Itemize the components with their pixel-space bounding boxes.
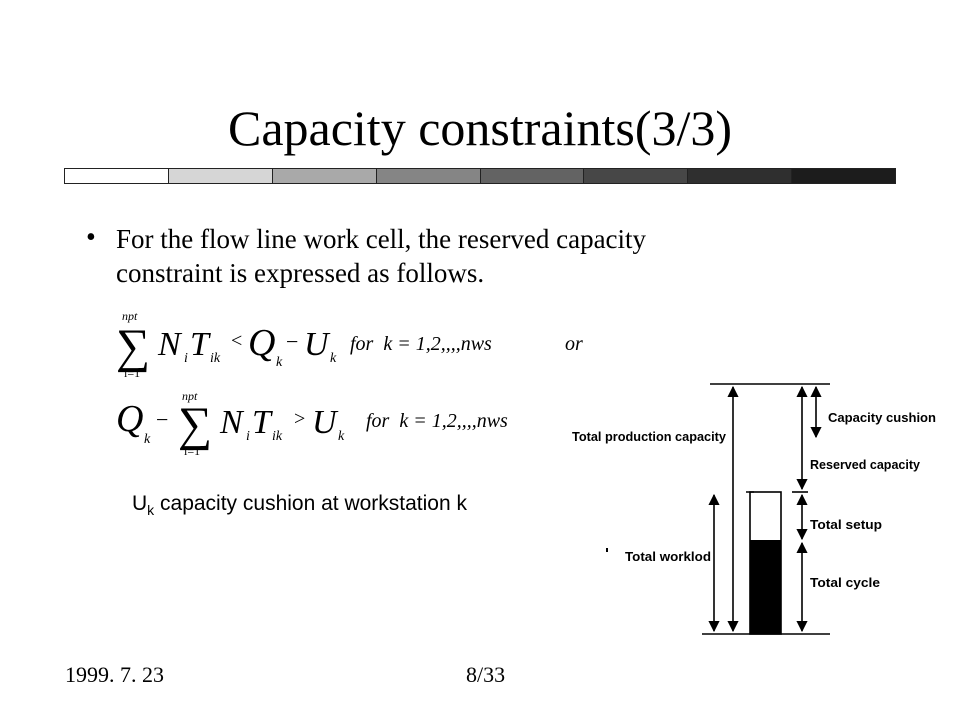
eq2-t: T — [252, 404, 273, 441]
capacity-diagram: Total production capacity Capacity cushi… — [572, 383, 936, 635]
eq2-n: N — [219, 404, 245, 441]
cushion-definition: Uk capacity cushion at workstation k — [132, 492, 467, 518]
bar-segment — [687, 168, 792, 184]
bar-segment — [167, 168, 272, 184]
bullet-marker: • — [86, 222, 96, 253]
bar-segment — [791, 168, 896, 184]
slide-title: Capacity constraints(3/3) — [227, 100, 733, 156]
eq1-u-sub: k — [330, 351, 337, 366]
eq2-u: U — [312, 404, 339, 441]
cushion-description: capacity cushion at workstation k — [160, 492, 467, 515]
label-total-cycle: Total cycle — [810, 575, 880, 590]
label-capacity-cushion: Capacity cushion — [828, 410, 936, 425]
eq2-sum-symbol: ∑ — [178, 398, 212, 451]
eq1-t-sub: ik — [210, 351, 221, 366]
eq1-or: or — [565, 333, 583, 355]
label-reserved-capacity: Reserved capacity — [810, 457, 921, 472]
eq1-n-sub: i — [184, 351, 188, 366]
bar-segment — [479, 168, 584, 184]
eq2-sum-upper: npt — [182, 389, 198, 403]
cushion-subscript: k — [147, 502, 155, 519]
eq1-u: U — [304, 326, 331, 363]
eq2-condition: for k = 1,2,,,,nws — [366, 410, 508, 432]
footer-date: 1999. 7. 23 — [65, 662, 164, 687]
eq2-u-sub: k — [338, 429, 345, 444]
cushion-variable: U — [132, 492, 148, 515]
label-total-setup: Total setup — [810, 517, 882, 532]
label-total-worklod: Total worklod — [625, 549, 711, 564]
eq2-q: Q — [116, 398, 143, 440]
eq2-sum-lower: i=1 — [184, 444, 200, 458]
eq2-n-sub: i — [246, 429, 250, 444]
label-total-production-capacity: Total production capacity — [572, 429, 727, 444]
eq1-q-sub: k — [276, 355, 283, 370]
eq1-sum-symbol: ∑ — [116, 320, 150, 373]
title-gradient-bar — [64, 168, 896, 184]
eq1-minus: − — [286, 329, 298, 354]
eq2-operator: > — [294, 408, 305, 430]
bar-segment — [271, 168, 376, 184]
eq1-t: T — [190, 326, 211, 363]
bullet-text: For the flow line work cell, the reserve… — [116, 224, 647, 288]
bar-segment — [375, 168, 480, 184]
eq1-q: Q — [248, 322, 275, 364]
eq1-n: N — [157, 326, 183, 363]
eq1-condition: for k = 1,2,,,,nws — [350, 333, 492, 355]
equation-block: npt ∑ i=1 N i T ik < Q k − U k for k = 1… — [116, 309, 583, 458]
eq2-t-sub: ik — [272, 429, 283, 444]
total-cycle-fill — [750, 540, 781, 634]
eq1-sum-upper: npt — [122, 309, 138, 323]
eq1-operator: < — [231, 330, 242, 352]
eq2-q-sub: k — [144, 432, 151, 447]
bar-segment — [583, 168, 688, 184]
eq2-minus: − — [156, 407, 168, 432]
footer-page-number: 8/33 — [466, 662, 506, 687]
bar-segment — [64, 168, 168, 184]
eq1-sum-lower: i=1 — [124, 366, 140, 380]
